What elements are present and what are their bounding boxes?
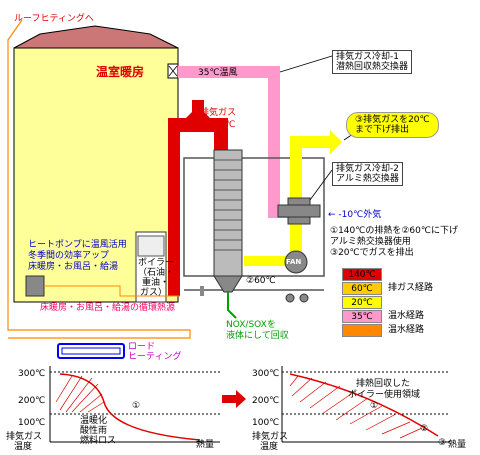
cooler2-callout: 排気ガス冷却-2 アルミ熱交換器 [332, 162, 403, 186]
legend-exhaust-label: 排ガス経路 [388, 283, 434, 293]
left-loss-1: 温暖化 [80, 416, 108, 426]
exhaust-temp-label: ①140℃ [200, 120, 236, 130]
right-xlabel: 熱量 [448, 440, 467, 450]
heat-pump-unit [25, 275, 45, 297]
greenhouse-label: 温室暖房 [96, 65, 145, 79]
cooler2-line-2: アルミ熱交換器 [336, 174, 399, 184]
fan-label: FAN [286, 258, 302, 266]
heat-pump-text-1: ヒートポンプに温風活用 [28, 240, 127, 250]
exhaust-out-line-2: まで下げ排出 [355, 125, 410, 135]
boiler-label-4: ガス） [140, 288, 168, 298]
legend-swatch: 35℃ [342, 310, 382, 323]
right-region-1: 排熱回収した [356, 379, 411, 389]
heat-exchanger-column [213, 149, 243, 277]
legend-swatch: 20℃ [342, 296, 382, 309]
right-ylabel-2: 温度 [260, 442, 279, 452]
exhaust-cool-pipe-bottom [244, 256, 302, 266]
nox-label-1: NOX/SOXを [226, 320, 276, 330]
left-marker-1: ① [132, 401, 141, 411]
right-tick-200: 200℃ [252, 396, 280, 406]
left-ylabel-1: 排気ガス [6, 432, 43, 442]
exhaust-pipe-down [214, 118, 228, 154]
circulation-label: 床暖房・お風呂・給湯の循環熱源 [40, 303, 176, 313]
left-ylabel-2: 温度 [14, 442, 33, 452]
boiler-label-2: （石油・ [138, 268, 175, 278]
legend-swatch [342, 324, 382, 337]
legend-hotwater-label: 温水経路 [388, 311, 425, 321]
warm-air-pipe-h [178, 66, 280, 78]
road-heating-label-1: ロード [128, 342, 156, 352]
right-marker-1: ① [370, 401, 379, 411]
right-tick-100: 100℃ [252, 418, 280, 428]
cooler1-line-1: 排気ガス冷却-1 [336, 52, 399, 62]
left-loss-2: 酸性雨 [80, 426, 108, 436]
nox-drain-pipe [227, 292, 237, 319]
temp-60-label: ②60℃ [246, 276, 276, 286]
cooler1-callout: 排気ガス冷却-1 潜熱回収熱交換器 [332, 50, 413, 74]
left-xlabel: 熱量 [196, 440, 215, 450]
left-tick-100: 100℃ [18, 418, 46, 428]
note-1: ①140℃の排熱を②60℃に下げ [330, 226, 458, 236]
exhaust-gas-label: 排気ガス [200, 108, 237, 118]
note-3: ③20℃でガスを排出 [330, 248, 414, 258]
right-tick-300: 300℃ [252, 369, 280, 379]
left-tick-300: 300℃ [18, 369, 46, 379]
right-region-2: ボイラー使用領域 [348, 390, 421, 400]
exhaust-out-arrow [330, 130, 342, 154]
legend-warmwater-label: 温水経路 [388, 325, 425, 335]
left-tick-200: 200℃ [18, 396, 46, 406]
heat-pump-text-2: 冬季間の効率アップ [28, 251, 110, 261]
legend-swatch: 140℃ [342, 268, 382, 281]
road-heating-loop [57, 343, 125, 359]
legend-swatch: 60℃ [342, 282, 382, 295]
cooler1-line-2: 潜熱回収熱交換器 [336, 62, 409, 72]
fan-icon [284, 250, 308, 274]
note-2: アルミ熱交換器使用 [330, 237, 411, 247]
right-marker-2: ② [420, 424, 429, 434]
roof-heating-pipe [7, 19, 191, 339]
left-loss-3: 燃料ロス [80, 436, 117, 446]
boiler-frame [183, 157, 325, 277]
warm-air-pipe-v [268, 66, 280, 216]
cooler2-line-1: 排気ガス冷却-2 [336, 164, 399, 174]
house-roof [13, 25, 179, 49]
boiler-label-3: 重油・ [142, 278, 170, 288]
left-chart [49, 366, 220, 443]
exhaust-out-bubble: ③排気ガスを20℃ まで下げ排出 [346, 112, 439, 138]
nox-label-2: 液体にして回収 [226, 331, 289, 341]
right-marker-3: ③ [438, 438, 447, 448]
warm-air-label: 35℃温風 [198, 68, 238, 78]
transition-arrow [222, 390, 246, 408]
exhaust-pipe-left [168, 118, 180, 296]
right-chart [281, 366, 450, 443]
boiler-label-1: ボイラー [138, 258, 175, 268]
outside-air-label: ← -10℃外気 [328, 210, 382, 220]
right-ylabel-1: 排気ガス [252, 432, 289, 442]
roof-heating-label: ルーフヒティングへ [14, 14, 94, 24]
exhaust-out-line-1: ③排気ガスを20℃ [355, 115, 430, 125]
heat-pump-text-3: 床暖房・お風呂・給湯 [28, 262, 119, 272]
road-heating-label-2: ヒーティング [128, 352, 182, 362]
